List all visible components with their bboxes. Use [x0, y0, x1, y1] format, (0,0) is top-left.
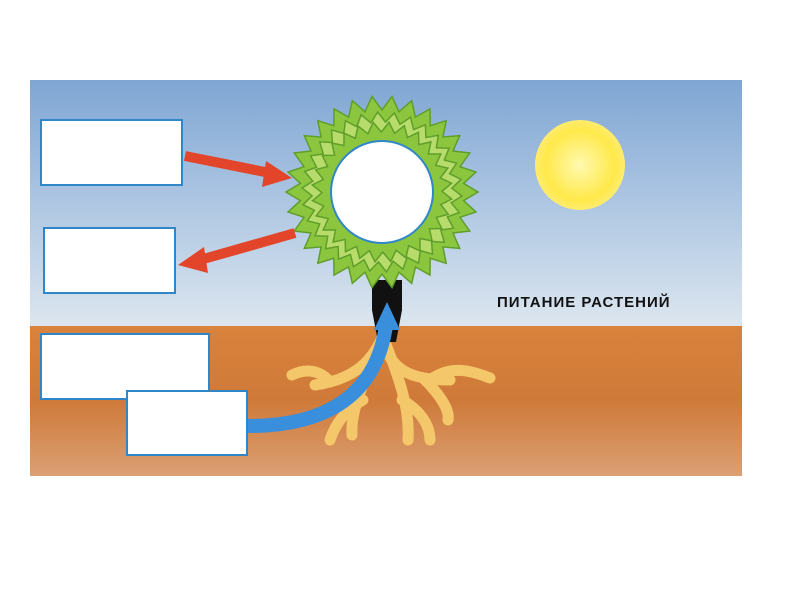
- tree-crown: [286, 97, 478, 288]
- arrow-in: [185, 156, 270, 173]
- arrow-out-head: [178, 247, 208, 273]
- crown-blank-circle: [331, 141, 433, 243]
- blank-label-box-2[interactable]: [43, 227, 176, 294]
- arrow-out: [200, 233, 295, 260]
- roots: [292, 338, 490, 440]
- blank-label-box-1[interactable]: [40, 119, 183, 186]
- air-arrows: [178, 156, 295, 273]
- blank-label-box-4[interactable]: [126, 390, 248, 456]
- diagram-scene: ПИТАНИЕ РАСТЕНИЙ: [30, 80, 742, 476]
- arrow-in-head: [262, 161, 292, 187]
- diagram-title: ПИТАНИЕ РАСТЕНИЙ: [497, 294, 671, 311]
